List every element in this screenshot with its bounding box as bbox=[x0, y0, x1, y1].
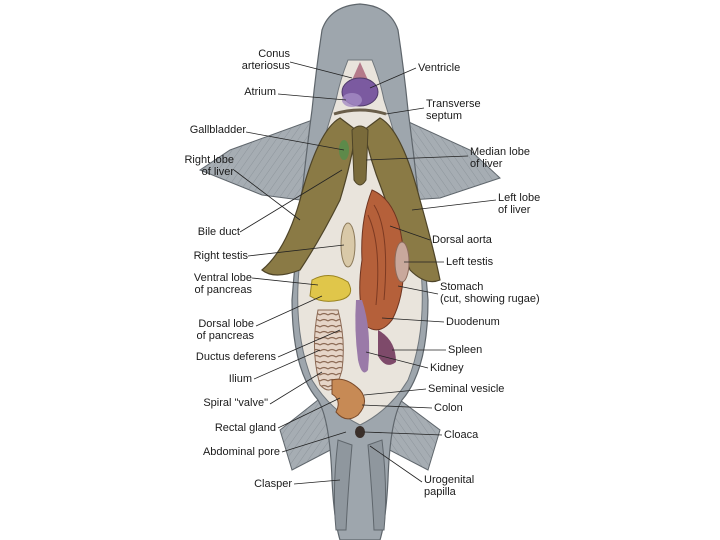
label-gallbladder: Gallbladder bbox=[170, 124, 246, 136]
label-spiral-valve: Spiral "valve" bbox=[170, 397, 268, 409]
label-stomach: Stomach (cut, showing rugae) bbox=[440, 281, 540, 305]
label-spleen: Spleen bbox=[448, 344, 482, 356]
label-colon: Colon bbox=[434, 402, 463, 414]
label-ventricle: Ventricle bbox=[418, 62, 460, 74]
label-cloaca: Cloaca bbox=[444, 429, 478, 441]
label-clasper: Clasper bbox=[200, 478, 292, 490]
cloaca bbox=[355, 426, 365, 438]
label-right-testis: Right testis bbox=[170, 250, 248, 262]
label-right-lobe-liver: Right lobe of liver bbox=[150, 154, 234, 178]
label-median-lobe-liver: Median lobe of liver bbox=[470, 146, 530, 170]
label-dorsal-lobe-pancreas: Dorsal lobe of pancreas bbox=[170, 318, 254, 342]
label-urogenital-papilla: Urogenital papilla bbox=[424, 474, 474, 498]
label-left-lobe-liver: Left lobe of liver bbox=[498, 192, 540, 216]
label-conus-arteriosus: Conus arteriosus bbox=[238, 48, 290, 72]
label-bile-duct: Bile duct bbox=[170, 226, 240, 238]
label-atrium: Atrium bbox=[220, 86, 276, 98]
label-ductus-deferens: Ductus deferens bbox=[170, 351, 276, 363]
label-rectal-gland: Rectal gland bbox=[170, 422, 276, 434]
label-dorsal-aorta: Dorsal aorta bbox=[432, 234, 492, 246]
label-ventral-lobe-pancreas: Ventral lobe of pancreas bbox=[170, 272, 252, 296]
label-duodenum: Duodenum bbox=[446, 316, 500, 328]
label-ilium: Ilium bbox=[200, 373, 252, 385]
label-kidney: Kidney bbox=[430, 362, 464, 374]
label-abdominal-pore: Abdominal pore bbox=[170, 446, 280, 458]
median-lobe-liver bbox=[352, 126, 368, 185]
label-seminal-vesicle: Seminal vesicle bbox=[428, 383, 504, 395]
label-left-testis: Left testis bbox=[446, 256, 493, 268]
label-transverse-septum: Transverse septum bbox=[426, 98, 481, 122]
